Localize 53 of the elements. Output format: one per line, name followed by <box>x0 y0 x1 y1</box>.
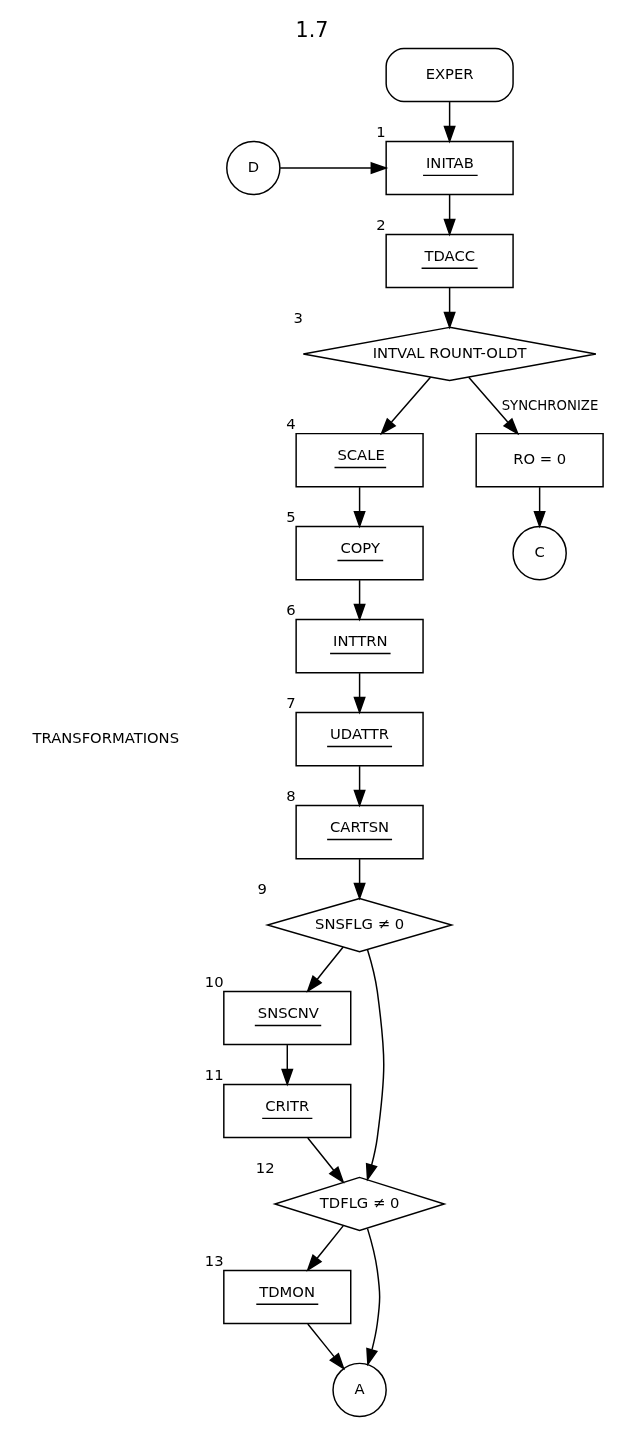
node-box: UDATTR <box>295 711 424 767</box>
node-circle: D <box>226 140 281 196</box>
arrow <box>443 194 456 237</box>
node-circle: A <box>332 1362 387 1418</box>
arrow <box>353 672 366 715</box>
node-label: 13 <box>204 1251 224 1269</box>
diagram-title: 1.7 <box>295 17 329 42</box>
node-box: TDMON <box>223 1269 352 1325</box>
node-box: COPY <box>295 525 424 581</box>
node-label: 2 <box>376 215 386 233</box>
node-box: TDACC <box>385 233 514 289</box>
node-diamond: TDFLG ≠ 0 <box>272 1176 447 1232</box>
arrow <box>365 948 385 1182</box>
arrow <box>307 1137 345 1184</box>
node-circle: C <box>512 525 567 581</box>
arrow <box>533 486 546 529</box>
arrow <box>279 161 389 175</box>
node-label: 6 <box>286 601 296 619</box>
node-label: 1 <box>376 123 386 140</box>
node-diamond: INTVAL ROUNT-OLDT <box>302 326 597 382</box>
node-label: 3 <box>293 308 303 326</box>
node-label: 8 <box>286 787 296 805</box>
arrow <box>366 1227 381 1367</box>
arrow <box>380 376 432 436</box>
node-box: RO = 0 <box>475 432 604 488</box>
arrow <box>443 101 456 144</box>
arrow <box>306 946 344 993</box>
node-box: EXPER <box>385 47 514 103</box>
arrow <box>467 376 520 436</box>
node-box: CARTSN <box>295 804 424 860</box>
node-label: 11 <box>204 1066 224 1084</box>
node-label: 9 <box>257 880 267 898</box>
label: TRANSFORMATIONS <box>32 728 180 746</box>
arrow <box>353 579 366 622</box>
arrow <box>353 858 366 901</box>
node-label: 7 <box>286 694 296 712</box>
arrow <box>353 765 366 808</box>
node-label: 10 <box>204 973 224 991</box>
node-box: INITAB <box>385 140 514 196</box>
arrow <box>281 1044 294 1087</box>
node-box: SCALE <box>295 432 424 488</box>
arrow <box>443 287 456 330</box>
arrow <box>306 1225 344 1272</box>
node-diamond: SNSFLG ≠ 0 <box>264 897 455 953</box>
node-label: 4 <box>286 415 296 433</box>
arrow <box>307 1323 345 1371</box>
node-box: SNSCNV <box>223 990 352 1046</box>
node-box: CRITR <box>223 1083 352 1139</box>
node-box: INTTRN <box>295 618 424 674</box>
node-label: 12 <box>255 1158 275 1176</box>
edge-label: SYNCHRONIZE <box>501 398 599 414</box>
arrow <box>353 486 366 529</box>
node-label: 5 <box>286 508 296 526</box>
